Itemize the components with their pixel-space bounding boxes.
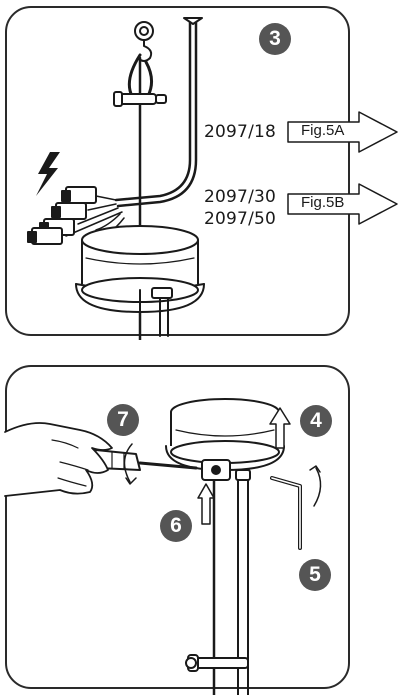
- model-code-a: 2097/18: [204, 122, 277, 142]
- ceiling-hook-icon: [134, 21, 154, 62]
- figure-ref-label-b: Fig.5B: [301, 194, 345, 211]
- arrow-right-icon: [287, 111, 398, 153]
- lightning-icon: [36, 152, 60, 196]
- power-cord: [114, 18, 192, 202]
- step-badge-5: 5: [299, 559, 331, 591]
- figure-ref-arrow-b[interactable]: Fig.5B: [287, 183, 399, 225]
- model-code-b-line2: 2097/50: [204, 209, 277, 229]
- cable-clamp: [113, 91, 167, 107]
- step-badge-4: 4: [300, 405, 332, 437]
- figure-ref-arrow-a[interactable]: Fig.5A: [287, 111, 399, 153]
- step-badge-6: 6: [160, 510, 192, 542]
- model-code-b-line1: 2097/30: [204, 187, 277, 207]
- figure-ref-label-a: Fig.5A: [301, 122, 345, 139]
- step-3-illustration: [27, 17, 205, 340]
- step-badge-3: 3: [259, 23, 291, 55]
- terminal-blocks: [27, 186, 97, 245]
- step-badge-7: 7: [107, 404, 139, 436]
- arrow-right-icon: [287, 183, 398, 225]
